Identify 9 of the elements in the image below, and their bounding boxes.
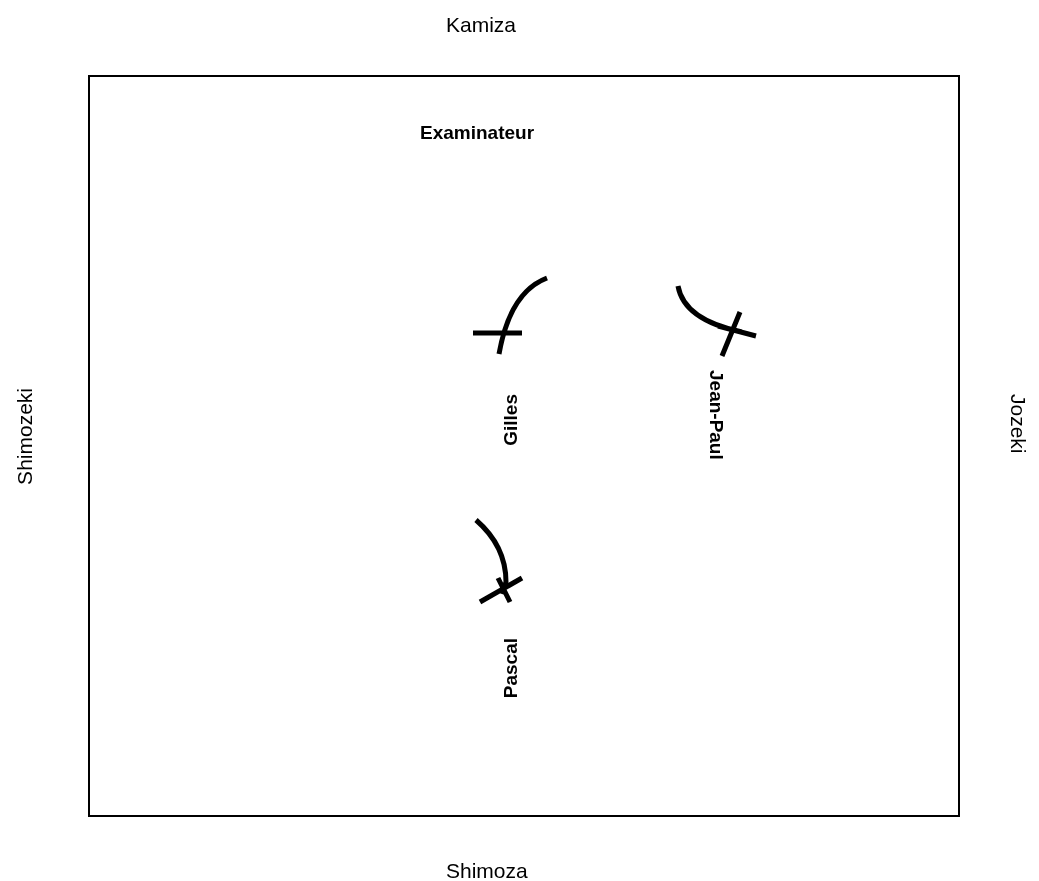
candidate-name: Jean-Paul (707, 370, 726, 460)
candidate-name: Pascal (501, 638, 520, 699)
examiner-label: Examinateur (420, 123, 535, 142)
side-label: Shimozeki (14, 388, 35, 485)
mat-area (88, 75, 960, 817)
side-label: Kamiza (446, 14, 517, 35)
side-label: Jozeki (1008, 394, 1029, 454)
candidate-name: Gilles (501, 394, 520, 446)
side-label: Shimoza (446, 860, 528, 881)
